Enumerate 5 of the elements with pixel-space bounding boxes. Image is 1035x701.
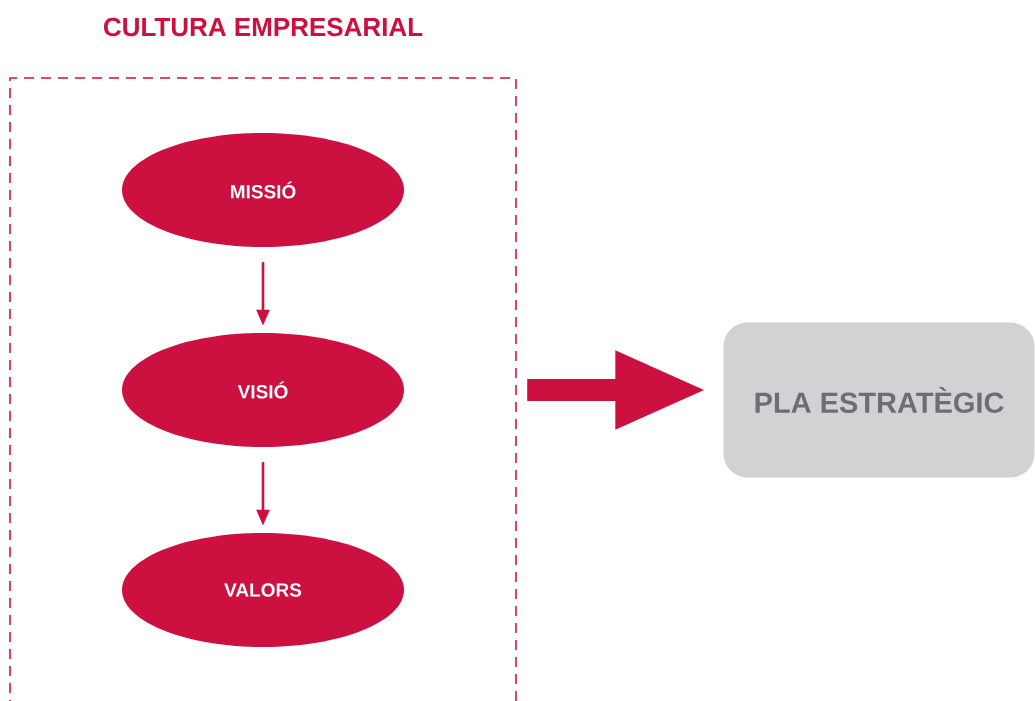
- ellipse-node: MISSIÓ: [122, 133, 404, 247]
- rounded-box: PLA ESTRATÈGIC: [723, 322, 1035, 478]
- ellipse-node: VALORS: [122, 533, 404, 647]
- frame-heading: CULTURA EMPRESARIAL: [104, 17, 423, 37]
- ellipse-node: VISIÓ: [122, 333, 404, 447]
